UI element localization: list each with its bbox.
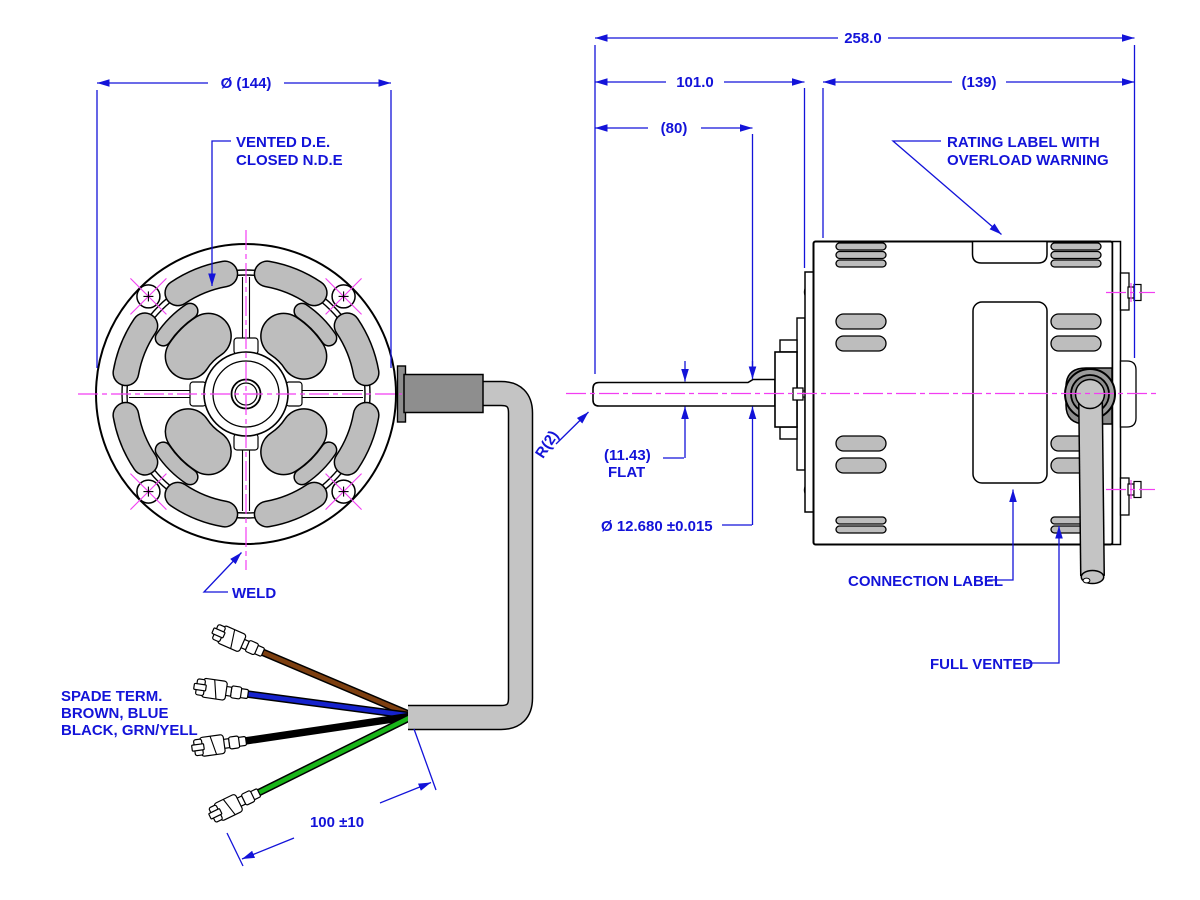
spade-terminal	[193, 677, 250, 701]
vent-slot	[255, 261, 327, 305]
vent-slot	[113, 403, 157, 475]
vent-slot	[835, 250, 887, 260]
label-rating-2: OVERLOAD WARNING	[947, 152, 1109, 169]
dim-flat-height: (11.43)	[604, 447, 651, 464]
vent-slot	[1050, 335, 1102, 352]
leader-rating-label	[891, 140, 1002, 235]
wire-blue	[246, 691, 414, 719]
cable	[408, 382, 532, 729]
hub-tab-top	[779, 339, 798, 353]
ext-wirelen-right	[413, 728, 437, 791]
spoke	[129, 381, 207, 407]
vent-slots-side	[835, 242, 1102, 534]
dim-flat-length: (80)	[661, 120, 688, 137]
vent-slot	[165, 483, 237, 527]
dim-shaft-radius: R(2)	[532, 428, 562, 462]
vent-slot	[156, 442, 198, 484]
label-connection: CONNECTION LABEL	[848, 573, 1003, 590]
connection-label-plate	[972, 301, 1048, 484]
vent-slot	[294, 442, 336, 484]
vent-slot	[835, 525, 887, 534]
vent-slot	[255, 483, 327, 527]
spade-terminals	[191, 624, 265, 823]
leader-full-vented	[1026, 526, 1063, 664]
vent-slot	[835, 516, 887, 525]
spade-terminal	[211, 624, 265, 657]
vent-slot	[335, 313, 379, 385]
dim-wire-length: 100 ±10	[310, 814, 364, 831]
cable-outline	[408, 380, 534, 731]
dim-overall-length: 258.0	[844, 30, 882, 47]
vent-slot	[1050, 242, 1102, 251]
dim-wirelen-l	[241, 837, 295, 860]
vent-slot	[166, 314, 231, 379]
front-view	[78, 230, 534, 823]
label-weld: WELD	[232, 585, 276, 602]
vent-slot	[165, 261, 237, 305]
mounting-screw-hole	[325, 473, 362, 510]
label-rating-1: RATING LABEL WITH	[947, 134, 1100, 151]
vent-slot	[261, 409, 326, 474]
cable-gland-front	[403, 373, 484, 414]
cable-drop	[1079, 397, 1104, 577]
rating-label-plate	[971, 240, 1048, 264]
vent-slot	[335, 403, 379, 475]
vent-slots-front	[112, 260, 380, 528]
leader-vented	[208, 140, 231, 286]
hub-tab-bottom	[779, 426, 798, 440]
shaft	[592, 378, 776, 407]
lead-wires	[244, 648, 415, 797]
wire-black	[244, 713, 414, 744]
vent-slot	[1050, 259, 1102, 268]
spade-terminal	[208, 788, 261, 823]
vent-slot	[156, 304, 198, 346]
dim-shaft-diameter: Ø 12.680 ±0.015	[601, 518, 713, 535]
leader-connection-label	[988, 489, 1017, 581]
label-vented-de: VENTED D.E.	[236, 134, 330, 151]
dim-flat-word: FLAT	[608, 464, 645, 481]
vent-slot	[261, 314, 326, 379]
spade-terminal	[191, 734, 248, 757]
label-full-vented: FULL VENTED	[930, 656, 1033, 673]
note-spade-term-3: BLACK, GRN/YELL	[61, 722, 198, 739]
dim-shaft-to-face: 101.0	[676, 74, 714, 91]
note-spade-term-2: BROWN, BLUE	[61, 705, 169, 722]
vent-slot	[835, 242, 887, 251]
dim-wirelen-r	[379, 781, 432, 804]
wire-green	[256, 713, 415, 796]
vent-slot	[1050, 313, 1102, 330]
leader-weld	[202, 552, 242, 593]
cable-end-highlight	[1082, 577, 1091, 584]
ext-wirelen-left	[226, 832, 244, 867]
vent-slot	[835, 259, 887, 268]
dim-body-length: (139)	[961, 74, 996, 91]
mounting-screw-holes	[130, 278, 362, 510]
mounting-screw-hole	[130, 278, 167, 315]
end-bolt-tab-bottom	[1119, 477, 1130, 516]
mounting-flange	[804, 271, 815, 513]
wire-brown	[261, 649, 414, 719]
vent-slot	[835, 435, 887, 452]
leader-r2	[555, 411, 589, 445]
dim-face-diameter: Ø (144)	[221, 75, 272, 92]
vent-slot	[1050, 250, 1102, 260]
mounting-screw-hole	[130, 473, 167, 510]
vent-slot	[166, 409, 231, 474]
note-spade-term-1: SPADE TERM.	[61, 688, 162, 705]
side-view	[566, 240, 1160, 585]
vent-slot	[835, 335, 887, 352]
mounting-screw-hole	[325, 278, 362, 315]
label-closed-nde: CLOSED N.D.E	[236, 152, 343, 169]
vent-slot	[113, 313, 157, 385]
vent-slot	[835, 457, 887, 474]
hub-spokes	[129, 277, 363, 511]
spoke	[233, 433, 259, 511]
vent-slot	[835, 313, 887, 330]
vent-slot	[294, 304, 336, 346]
